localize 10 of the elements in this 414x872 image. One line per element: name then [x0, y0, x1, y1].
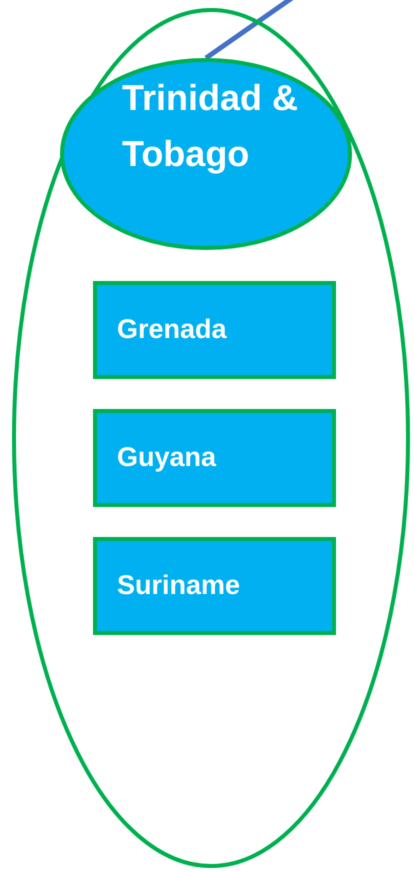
ellipse-node — [60, 58, 352, 250]
country-name: Grenada — [117, 313, 227, 346]
country-name: Suriname — [117, 569, 240, 602]
connector-line — [204, 0, 294, 60]
group-ellipse — [12, 8, 410, 868]
country-box — [93, 537, 336, 635]
country-name: Guyana — [117, 441, 216, 474]
country-box — [93, 281, 336, 379]
country-box — [93, 409, 336, 507]
country-name: Trinidad & Tobago — [122, 77, 298, 174]
